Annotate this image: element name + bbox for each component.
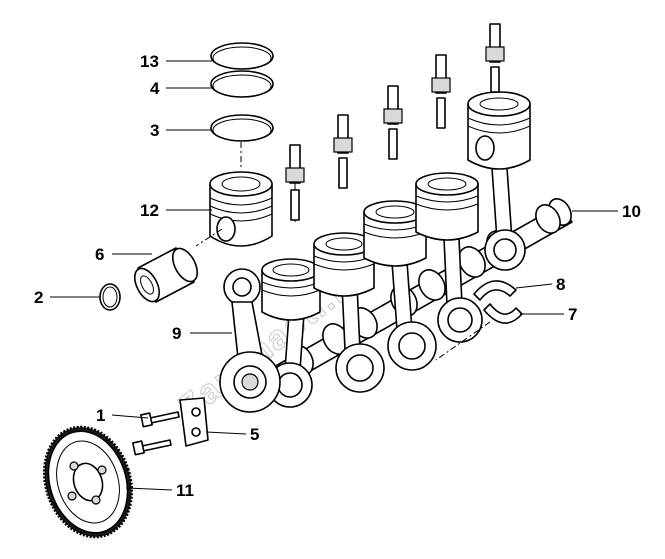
injector-4 — [431, 54, 451, 129]
callout-11: 11 — [176, 481, 194, 500]
callout-1: 1 — [96, 406, 105, 425]
piston-5 — [467, 91, 531, 170]
callout-10: 10 — [622, 202, 641, 221]
callout-8: 8 — [556, 275, 565, 294]
callout-12: 12 — [140, 201, 159, 220]
injector-2 — [333, 114, 353, 189]
callout-3: 3 — [150, 121, 159, 140]
bolts — [132, 411, 180, 456]
bearing-shells — [473, 280, 523, 324]
piston-4 — [415, 172, 479, 241]
piston-rings — [210, 42, 274, 142]
injector-1 — [285, 144, 305, 222]
injectors — [285, 23, 505, 222]
callout-5: 5 — [250, 425, 259, 444]
callout-labels: 13 4 3 12 6 2 9 1 5 11 10 8 7 — [34, 52, 641, 500]
callout-13: 13 — [140, 52, 159, 71]
callout-7: 7 — [568, 305, 577, 324]
connecting-rod-exploded — [219, 268, 281, 413]
callout-9: 9 — [172, 324, 181, 343]
leader-lines — [50, 60, 618, 491]
piston-pin — [133, 247, 199, 303]
callout-6: 6 — [95, 245, 104, 264]
piston-1 — [261, 258, 321, 321]
piston-exploded — [209, 171, 273, 247]
piston-3 — [363, 200, 427, 267]
injector-3 — [383, 85, 403, 160]
callout-4: 4 — [150, 79, 160, 98]
thrust-plate — [179, 397, 209, 447]
injector-5 — [485, 23, 505, 93]
camshaft-gear — [42, 425, 134, 539]
snap-ring — [99, 283, 121, 311]
piston-2 — [313, 232, 375, 297]
callout-2: 2 — [34, 288, 43, 307]
pistons-installed — [261, 91, 531, 321]
